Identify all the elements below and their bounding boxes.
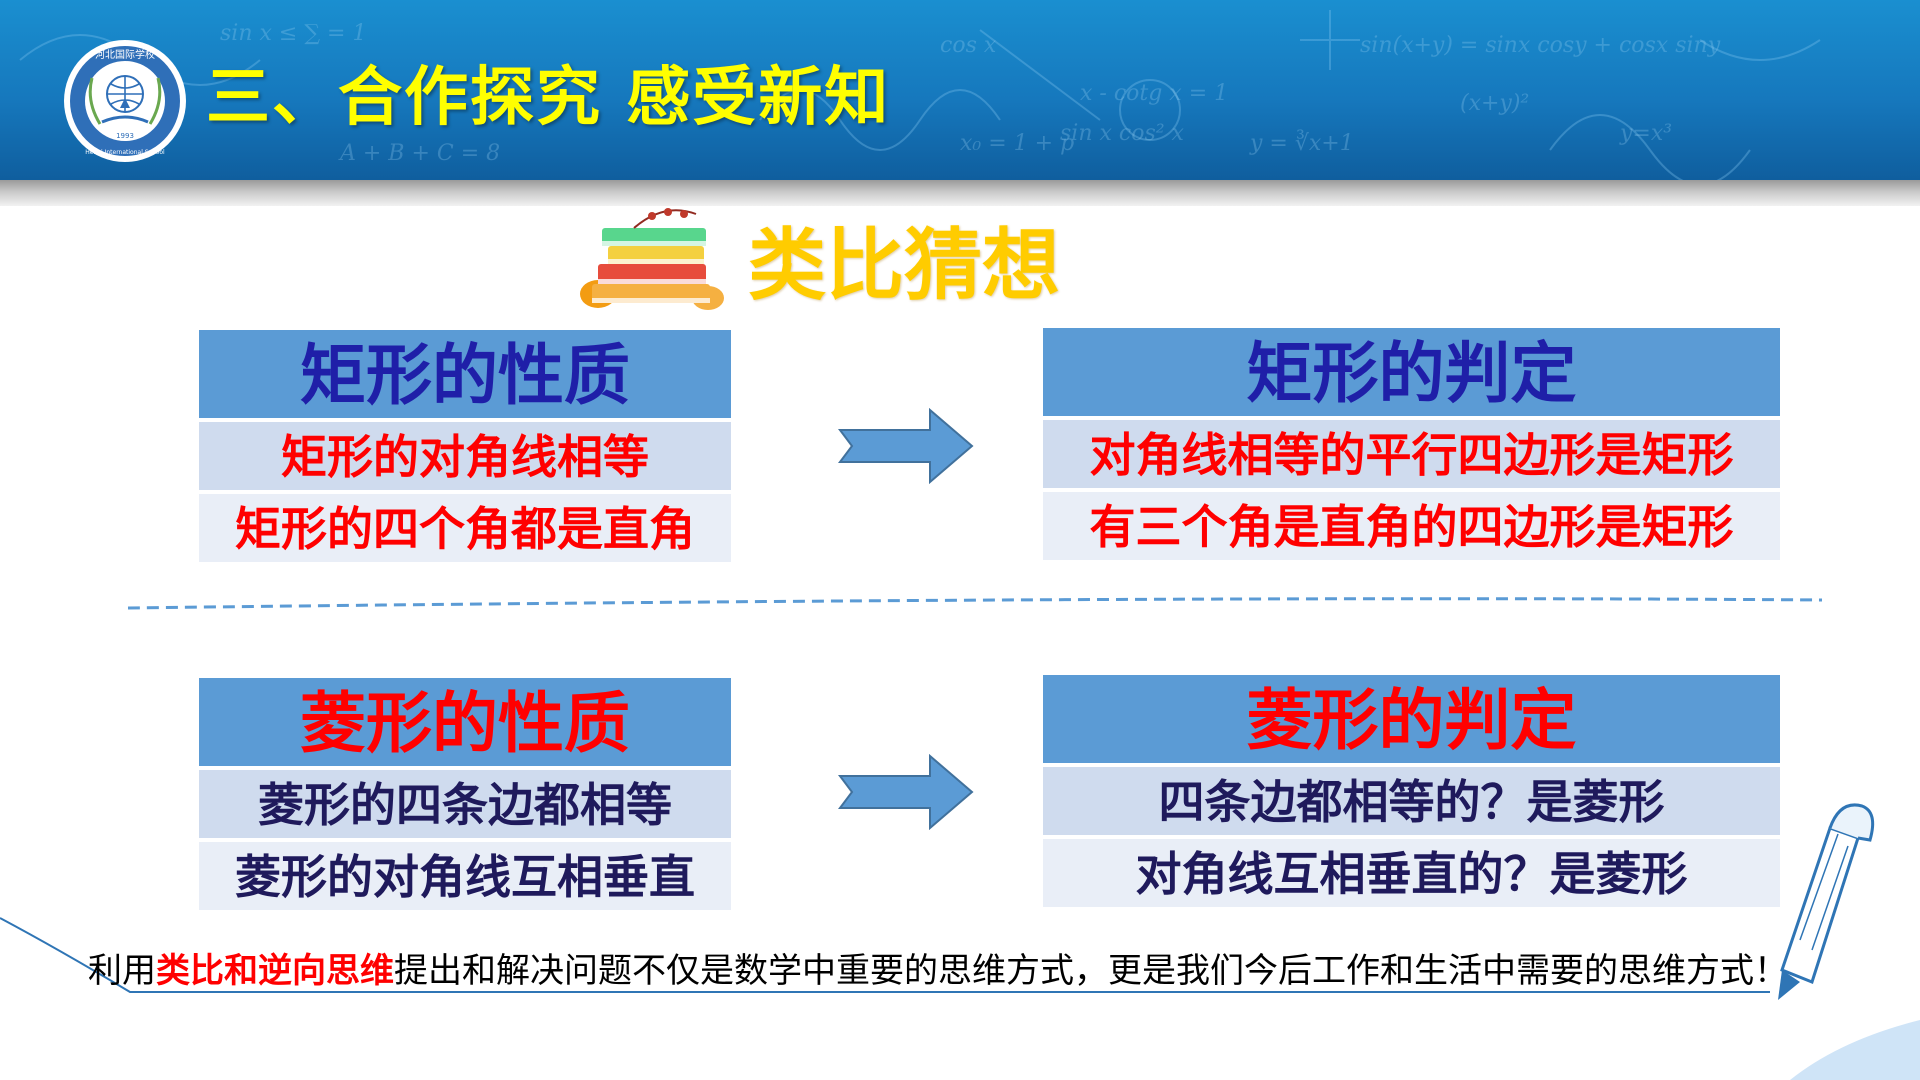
- svg-text:河北国际学校: 河北国际学校: [95, 48, 155, 61]
- dashed-divider: [127, 597, 1823, 610]
- svg-text:sin x cos² x: sin x cos² x: [1060, 121, 1185, 146]
- books-icon: [574, 206, 732, 318]
- rhombus-criteria-table: 菱形的判定 四条边都相等的？是菱形 对角线互相垂直的？是菱形: [1043, 675, 1780, 907]
- rhombus-property-item: 菱形的对角线互相垂直: [199, 842, 731, 910]
- rhombus-properties-table: 菱形的性质 菱形的四条边都相等 菱形的对角线互相垂直: [199, 678, 731, 910]
- svg-text:A + B + C = 8: A + B + C = 8: [338, 141, 500, 166]
- header-shadow: [0, 180, 1920, 206]
- svg-text:sin(x+y) = sinx cosy + cosx si: sin(x+y) = sinx cosy + cosx siny: [1360, 33, 1721, 58]
- svg-text:(x+y)²: (x+y)²: [1460, 91, 1529, 116]
- rhombus-criterion-item: 四条边都相等的？是菱形: [1043, 767, 1780, 835]
- bottom-note: 利用类比和逆向思维提出和解决问题不仅是数学中重要的思维方式，更是我们今后工作和生…: [88, 948, 1888, 994]
- rhombus-property-item: 菱形的四条边都相等: [199, 770, 731, 838]
- svg-text:Hebei International School: Hebei International School: [85, 149, 165, 156]
- svg-text:x - cotg x = 1: x - cotg x = 1: [1080, 81, 1228, 106]
- svg-text:y=x³: y=x³: [1619, 121, 1672, 146]
- rectangle-criterion-item: 对角线相等的平行四边形是矩形: [1043, 420, 1780, 488]
- subtitle: 类比猜想: [748, 221, 1061, 311]
- svg-text:x₀ = 1 + p: x₀ = 1 + p: [960, 131, 1074, 156]
- svg-text:cos x: cos x: [940, 33, 997, 58]
- right-arrow-icon: [838, 754, 974, 830]
- rectangle-property-item: 矩形的四个角都是直角: [199, 494, 731, 562]
- note-highlight: 类比和逆向思维: [156, 951, 394, 991]
- school-seal-icon: 河北国际学校 1993 Hebei International School: [64, 40, 186, 162]
- rectangle-properties-table: 矩形的性质 矩形的对角线相等 矩形的四个角都是直角: [199, 330, 731, 562]
- svg-text:sin x ≤ ∑ = 1: sin x ≤ ∑ = 1: [220, 21, 366, 46]
- rectangle-criterion-item: 有三个角是直角的四边形是矩形: [1043, 492, 1780, 560]
- header-banner: cos x x - cotg x = 1 sin(x+y) = sinx cos…: [0, 0, 1920, 180]
- rhombus-criterion-item: 对角线互相垂直的？是菱形: [1043, 839, 1780, 907]
- math-formula-background: cos x x - cotg x = 1 sin(x+y) = sinx cos…: [19, 10, 1821, 180]
- note-text: 利用: [88, 951, 156, 991]
- svg-text:1993: 1993: [116, 132, 134, 140]
- page-title: 三、合作探究 感受新知: [206, 61, 891, 135]
- rhombus-criteria-title: 菱形的判定: [1043, 675, 1780, 763]
- svg-text:y = ∛x+1: y = ∛x+1: [1249, 129, 1354, 156]
- right-arrow-icon: [838, 408, 974, 484]
- rectangle-criteria-table: 矩形的判定 对角线相等的平行四边形是矩形 有三个角是直角的四边形是矩形: [1043, 328, 1780, 560]
- rectangle-criteria-title: 矩形的判定: [1043, 328, 1780, 416]
- rhombus-properties-title: 菱形的性质: [199, 678, 731, 766]
- note-text: 提出和解决问题不仅是数学中重要的思维方式，更是我们今后工作和生活中需要的思维方式…: [394, 951, 1788, 991]
- rectangle-property-item: 矩形的对角线相等: [199, 422, 731, 490]
- rectangle-properties-title: 矩形的性质: [199, 330, 731, 418]
